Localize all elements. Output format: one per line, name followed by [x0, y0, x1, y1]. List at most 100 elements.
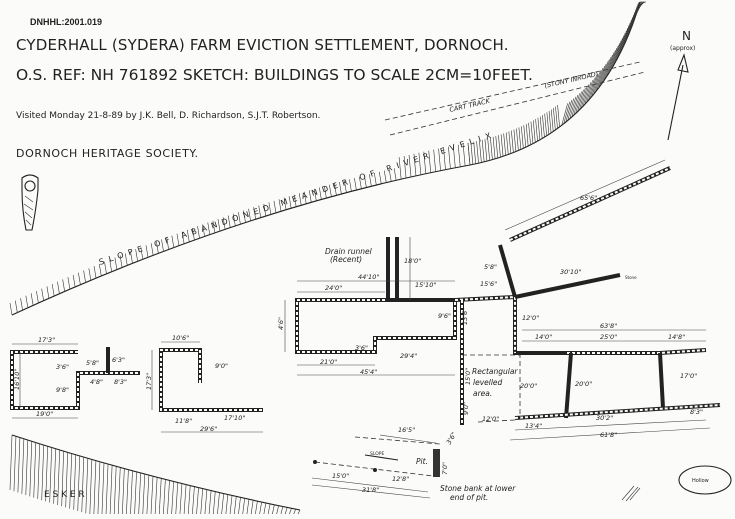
dim-label: 5'8"	[484, 263, 497, 271]
hatch-mark	[126, 469, 129, 515]
hatch-mark	[176, 233, 180, 246]
hatch-mark	[196, 487, 199, 515]
hatch-mark	[97, 461, 101, 515]
hatch-mark	[565, 100, 573, 123]
hatch-mark	[561, 103, 568, 126]
dim-label: 10'6"	[172, 334, 189, 342]
hatch-mark	[537, 117, 541, 140]
hatch-mark	[508, 131, 512, 154]
hatch-mark	[41, 288, 44, 301]
hatch-mark	[278, 199, 282, 212]
hatch-mark	[388, 169, 392, 182]
dim-label: 3'6"	[56, 363, 69, 371]
dim-label: 12'0"	[482, 415, 499, 423]
hatch-mark	[369, 174, 372, 187]
hatch-mark	[33, 442, 37, 498]
hatch-mark	[498, 135, 501, 158]
esker-hatching	[9, 434, 301, 515]
hatch-mark	[57, 281, 60, 294]
hatch-mark	[20, 298, 23, 311]
hatch-mark	[490, 137, 493, 160]
hatch-mark	[577, 89, 584, 112]
hatch-mark	[599, 63, 607, 86]
hatch-mark	[93, 460, 97, 515]
hatch-mark	[150, 243, 154, 256]
dim-label: 11'8"	[175, 417, 192, 425]
hatch-mark	[41, 445, 44, 501]
hatch-mark	[51, 283, 55, 297]
hatch-mark	[166, 237, 169, 250]
hatch-mark	[638, 1, 646, 6]
hatch-mark	[571, 94, 579, 118]
hatch-mark	[433, 149, 436, 172]
hatch-mark	[179, 483, 183, 515]
hatch-mark	[629, 9, 637, 32]
dim-label: 5'8"	[86, 359, 99, 367]
pit-area: 16'5" 3'6" 7'0" SLOPE Pit. 15'0" 12'8" 3…	[311, 426, 516, 502]
hatch-mark	[37, 443, 41, 499]
hatch-mark	[62, 279, 65, 292]
hatch-mark	[171, 235, 175, 248]
dim-label: 15'6"	[480, 280, 497, 288]
hatch-mark	[579, 87, 586, 111]
dim-label: 9'0"	[215, 362, 228, 370]
hollow: Hollow	[621, 465, 732, 502]
hatch-mark	[192, 227, 195, 241]
hatch-mark	[30, 293, 34, 306]
hatch-mark	[528, 122, 531, 145]
hatch-mark	[329, 184, 332, 197]
hatch-mark	[457, 144, 461, 167]
hatch-mark	[130, 470, 133, 515]
dim-label: 63'8"	[600, 322, 617, 330]
hatch-mark	[263, 502, 267, 515]
hatch-mark	[500, 134, 504, 157]
hatch-mark	[183, 484, 187, 515]
dim-label: 31'8"	[362, 486, 379, 494]
long-wall: 65'6"	[504, 159, 671, 242]
hatch-mark	[428, 150, 432, 173]
hatch-mark	[580, 85, 588, 109]
hatch-mark	[623, 22, 631, 45]
hatch-mark	[85, 458, 89, 514]
dim-label: 17'0"	[680, 372, 697, 380]
hatch-mark	[293, 509, 296, 515]
hatch-mark	[622, 25, 630, 48]
hatch-mark	[476, 141, 479, 164]
stone-bank-label: Stone bank at lower	[440, 484, 516, 493]
hatch-mark	[557, 104, 560, 127]
dim-label: 8'3"	[114, 378, 127, 386]
hatch-mark	[83, 270, 86, 283]
hatch-mark	[45, 446, 48, 502]
hatch-mark	[308, 190, 312, 203]
hatch-mark	[109, 465, 113, 515]
hatch-mark	[93, 266, 97, 279]
drain-note: (Recent)	[330, 255, 362, 264]
pit-label: Pit.	[416, 457, 428, 466]
hatch-mark	[61, 451, 64, 507]
hatch-mark	[81, 457, 85, 513]
dim-label: 17'3"	[38, 336, 55, 344]
hatch-mark	[117, 467, 121, 515]
dim-label: 17'3"	[145, 373, 153, 390]
hatch-mark	[98, 263, 102, 276]
north-arrow: N (approx)	[667, 29, 695, 141]
slope-hatching	[9, 1, 646, 316]
hatch-mark	[319, 187, 322, 200]
stone-bank-label: end of pit.	[450, 493, 488, 502]
dim-label: 16'10"	[13, 369, 21, 390]
dim-label: 20'0"	[575, 380, 592, 388]
hatch-mark	[124, 253, 128, 266]
hatch-mark	[268, 202, 272, 215]
dim-label: 30'10"	[560, 268, 581, 276]
hatch-mark	[163, 479, 166, 515]
dim-label: 21'0"	[320, 358, 337, 366]
hatch-mark	[13, 436, 17, 492]
hatch-mark	[523, 125, 527, 148]
hatch-mark	[607, 52, 615, 75]
hatch-mark	[492, 136, 496, 159]
hatch-mark	[57, 449, 60, 505]
rect-area-label: Rectangular	[472, 367, 518, 376]
hatch-mark	[212, 220, 216, 233]
hatch-mark	[9, 434, 13, 491]
hatch-mark	[575, 91, 582, 114]
